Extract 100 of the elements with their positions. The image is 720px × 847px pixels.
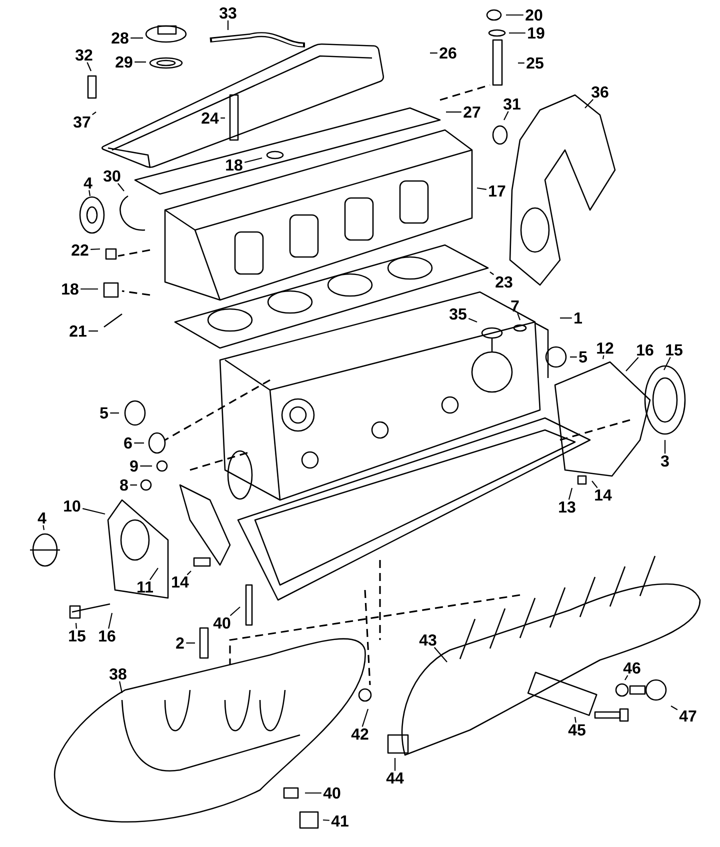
- callout-number: 45: [568, 724, 586, 736]
- leader-line: [574, 716, 576, 723]
- callout-number: 18: [62, 283, 78, 295]
- callout-number: 37: [73, 116, 90, 128]
- leader-line: [80, 288, 98, 290]
- leader-line: [504, 111, 509, 120]
- leader-line: [518, 62, 524, 64]
- leader-line: [134, 61, 146, 63]
- callout-number: 25: [526, 57, 544, 69]
- leader-line: [88, 190, 91, 196]
- leader-line: [670, 706, 678, 710]
- leader-line: [560, 317, 572, 319]
- callout-number: 16: [637, 344, 654, 356]
- callout-number: 40: [213, 617, 230, 629]
- leader-line: [624, 675, 628, 680]
- callout-number: 44: [386, 772, 404, 784]
- callout-number: 38: [109, 668, 126, 680]
- callout-number: 15: [666, 344, 682, 356]
- callout-number: 36: [591, 86, 608, 98]
- leader-line: [130, 484, 137, 486]
- callout-number: 9: [130, 460, 138, 472]
- leader-line: [82, 508, 106, 515]
- leader-line: [110, 412, 119, 414]
- leader-line: [394, 758, 396, 771]
- callout-number: 11: [138, 582, 153, 592]
- callout-number: 33: [219, 7, 236, 19]
- callout-number: 20: [526, 9, 542, 21]
- callout-number: 35: [449, 308, 466, 320]
- callout-number: 24: [202, 112, 219, 124]
- leader-line: [230, 606, 240, 616]
- callout-number: 1: [574, 312, 582, 324]
- callout-number: 12: [597, 342, 614, 354]
- leader-line: [134, 442, 144, 444]
- callout-number: 14: [595, 490, 612, 500]
- callout-number: 13: [559, 501, 576, 513]
- leader-line: [476, 187, 486, 190]
- callout-number: 3: [660, 455, 669, 467]
- leader-line: [430, 52, 438, 54]
- callout-number: 2: [176, 637, 184, 649]
- leader-line: [664, 440, 666, 454]
- leader-line: [509, 32, 526, 34]
- callout-number: 6: [124, 437, 132, 449]
- callout-number: 17: [489, 186, 506, 197]
- leader-line: [140, 465, 152, 467]
- callout-number: 46: [623, 662, 640, 674]
- leader-line: [92, 112, 96, 116]
- leader-line: [108, 612, 113, 629]
- leader-line: [362, 708, 369, 727]
- callout-number: 42: [351, 728, 368, 740]
- callout-number: 4: [84, 178, 92, 189]
- leader-line: [75, 622, 77, 629]
- leader-line: [88, 330, 98, 332]
- leader-line: [119, 681, 123, 694]
- callout-number: 30: [103, 170, 120, 182]
- callout-number: 31: [503, 98, 520, 110]
- leader-line: [434, 647, 448, 662]
- leader-line: [186, 642, 195, 644]
- leader-line: [602, 355, 604, 360]
- leader-line: [90, 248, 100, 250]
- callout-number: 29: [116, 56, 132, 68]
- callout-number: 23: [496, 276, 512, 288]
- callout-number: 14: [172, 576, 189, 588]
- leader-line: [626, 357, 639, 372]
- callout-number: 32: [75, 49, 92, 61]
- leader-line: [220, 117, 225, 119]
- leader-line: [244, 157, 262, 163]
- callout-number: 15: [69, 630, 86, 642]
- leader-line: [490, 272, 494, 276]
- leader-line: [42, 525, 45, 530]
- leader-line: [584, 99, 594, 108]
- callout-number: 8: [120, 479, 128, 491]
- callout-number: 4: [38, 512, 46, 524]
- leader-line: [227, 20, 229, 30]
- leader-line: [86, 62, 92, 72]
- callout-number: 47: [679, 710, 696, 722]
- leader-line: [149, 568, 158, 580]
- leader-line: [117, 183, 124, 192]
- callout-number: 27: [464, 106, 480, 118]
- callout-number: 5: [579, 351, 587, 363]
- callout-number: 26: [440, 47, 456, 59]
- callout-number: 16: [99, 630, 116, 642]
- leader-line: [130, 37, 143, 39]
- leader-line: [468, 318, 478, 323]
- callout-number: 19: [528, 27, 544, 39]
- callout-number: 10: [64, 500, 80, 512]
- callout-number: 41: [331, 816, 348, 826]
- leader-line: [186, 570, 192, 576]
- leader-line: [664, 357, 671, 370]
- leader-line: [446, 111, 462, 113]
- callout-number: 40: [323, 787, 340, 799]
- callout-number: 18: [226, 159, 242, 171]
- leader-line: [568, 488, 573, 500]
- leader-line: [517, 313, 521, 320]
- leader-line: [506, 14, 524, 16]
- callout-number: 43: [419, 634, 436, 646]
- leader-line: [592, 480, 598, 488]
- leader-line: [305, 792, 322, 794]
- callout-number: 21: [70, 325, 86, 337]
- callout-number: 5: [100, 407, 108, 419]
- callout-number: 28: [112, 32, 128, 44]
